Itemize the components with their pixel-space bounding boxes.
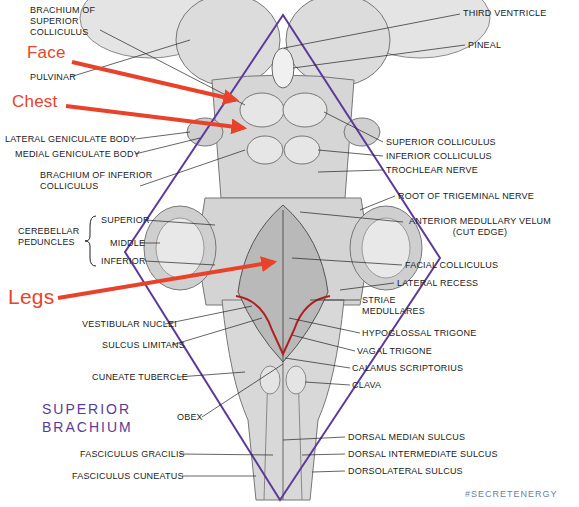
leader-line (360, 196, 395, 210)
leader-line (318, 150, 383, 156)
inferior-colliculus (284, 136, 320, 164)
leader-line (292, 335, 355, 351)
part-label: INFERIOR COLLICULUS (386, 151, 492, 162)
part-label: BRACHIUM OF INFERIOR COLLICULUS (40, 170, 170, 192)
bracket (85, 216, 96, 266)
leader-line (165, 306, 252, 324)
leader-line (182, 476, 256, 477)
part-label: OBEX (177, 412, 203, 423)
leader-line (340, 283, 394, 290)
geniculate-body (344, 118, 380, 146)
part-label: LATERAL RECESS (397, 278, 478, 289)
median-sulcus (283, 210, 284, 362)
callout-arrow (66, 106, 244, 128)
part-label: DORSOLATERAL SULCUS (348, 466, 463, 477)
callout-arrow (72, 62, 236, 100)
part-label: MEDIAL GENICULATE BODY (15, 149, 140, 160)
fourth-ventricle-floor (238, 205, 328, 362)
part-label: VESTIBULAR NUCLEI (82, 319, 177, 330)
leader-line (135, 138, 200, 154)
leader-line (300, 212, 403, 222)
callout-label: Face (27, 43, 66, 63)
part-label: HYPOGLOSSAL TRIGONE (362, 328, 476, 339)
part-label: INFERIOR (101, 256, 146, 267)
part-label: FASCICULUS GRACILIS (80, 449, 185, 460)
part-label: VAGAL TRIGONE (357, 346, 432, 357)
superior-colliculus (283, 93, 327, 127)
leader-line (145, 220, 215, 225)
leader-line (172, 318, 262, 345)
part-label: SUPERIOR (101, 215, 150, 226)
part-label: CUNEATE TUBERCLE (92, 372, 188, 383)
watermark: #SECRETENERGY (465, 489, 558, 500)
part-label: PINEAL (468, 40, 501, 51)
leader-line (178, 372, 245, 377)
part-label: SUPERIOR BRACHIUM (42, 400, 172, 436)
leader-line (145, 261, 215, 265)
part-label: PULVINAR (30, 72, 76, 83)
part-label: ANTERIOR MEDULLARY VELUM (CUT EDGE) (405, 216, 555, 238)
clava (260, 366, 280, 394)
leader-line (310, 300, 360, 301)
leader-line (285, 358, 350, 368)
part-label: DORSAL MEDIAN SULCUS (348, 432, 465, 443)
part-label: CLAVA (352, 380, 381, 391)
leader-line (293, 45, 465, 68)
part-label: ROOT OF TRIGEMINAL NERVE (398, 191, 534, 202)
superior-brachium-diamond (125, 15, 440, 500)
peduncle-cut-surface (156, 218, 204, 278)
part-label: CALAMUS SCRIPTORIUS (352, 363, 463, 374)
callout-label: Legs (8, 285, 54, 309)
leader-line (289, 318, 360, 333)
leader-line (302, 454, 345, 455)
leader-line (180, 454, 273, 455)
part-label: CEREBELLAR PEDUNCLES (18, 226, 88, 248)
part-label: TROCHLEAR NERVE (386, 165, 478, 176)
striae-outline (236, 296, 330, 354)
pineal-body (272, 48, 294, 88)
leader-line (135, 132, 190, 139)
part-label: FASCICULUS CUNEATUS (72, 471, 184, 482)
superior-colliculus (240, 93, 284, 127)
part-label: MIDDLE (110, 238, 145, 249)
leader-line (292, 258, 402, 265)
part-label: SUPERIOR COLLICULUS (386, 137, 496, 148)
leader-line (202, 364, 283, 417)
part-label: THIRD VENTRICLE (463, 8, 547, 19)
leader-line (100, 30, 245, 105)
part-label: LATERAL GENICULATE BODY (5, 134, 136, 145)
part-label: FACIAL COLLICULUS (405, 260, 498, 271)
leader-line (284, 14, 460, 48)
leader-line (312, 471, 345, 472)
leader-line (70, 40, 190, 77)
part-label: SULCUS LIMITANS (102, 340, 185, 351)
part-label: BRACHIUM OF SUPERIOR COLLICULUS (30, 5, 110, 38)
part-label: STRIAE MEDULLARES (362, 295, 432, 317)
leader-line (318, 170, 383, 172)
callout-arrow (58, 262, 274, 298)
leader-line (140, 150, 245, 186)
peduncle-cut-surface (362, 218, 410, 278)
leader-line (324, 112, 383, 142)
clava (286, 366, 306, 394)
part-label: DORSAL INTERMEDIATE SULCUS (348, 449, 498, 460)
inferior-colliculus (247, 136, 283, 164)
leader-line (283, 437, 345, 440)
callout-label: Chest (12, 92, 57, 112)
dorsal-median-sulcus (283, 362, 284, 500)
leader-line (305, 382, 350, 385)
